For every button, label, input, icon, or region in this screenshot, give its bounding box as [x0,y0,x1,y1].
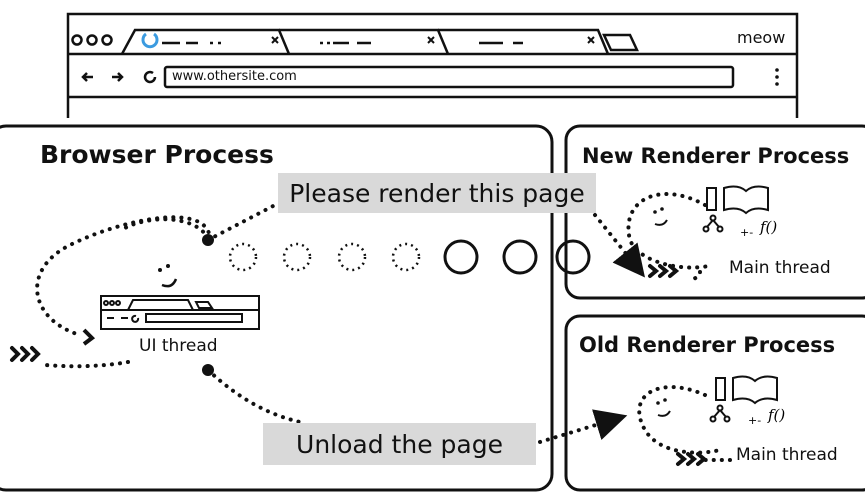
browser-process-box [0,124,554,492]
renderer-tools-icon [702,185,778,423]
arrowhead-icon [82,328,96,346]
face-icon [158,264,170,272]
old-main-thread-label: Main thread [736,445,838,465]
math-icon: +- [740,226,753,239]
menu-icon [775,68,779,86]
address-text[interactable]: www.othersite.com [172,69,297,84]
loading-spinner-icon [141,32,159,49]
thread-icon [10,264,708,466]
function-icon: f() [767,406,785,424]
unload-message: Unload the page [263,423,536,465]
tab-1 [120,28,291,55]
mini-browser-icon [100,295,260,330]
new-renderer-title: New Renderer Process [582,144,850,168]
function-icon: f() [759,218,777,236]
render-message: Please render this page [278,173,596,213]
address-bar [163,65,735,89]
reload-icon [143,70,157,84]
message-queue [228,239,591,275]
old-renderer-title: Old Renderer Process [579,333,836,357]
math-icon: +- [748,414,761,427]
forward-icon [112,72,124,82]
browser-window [66,12,799,118]
back-icon [81,72,93,82]
old-renderer-box [564,314,865,492]
new-main-thread-label: Main thread [729,258,831,278]
tab-3 [438,28,610,55]
new-tab-button [602,33,639,52]
ui-thread-label: UI thread [139,336,218,356]
profile-name: meow [737,28,786,47]
browser-process-title: Browser Process [40,140,274,169]
window-controls [71,34,113,46]
